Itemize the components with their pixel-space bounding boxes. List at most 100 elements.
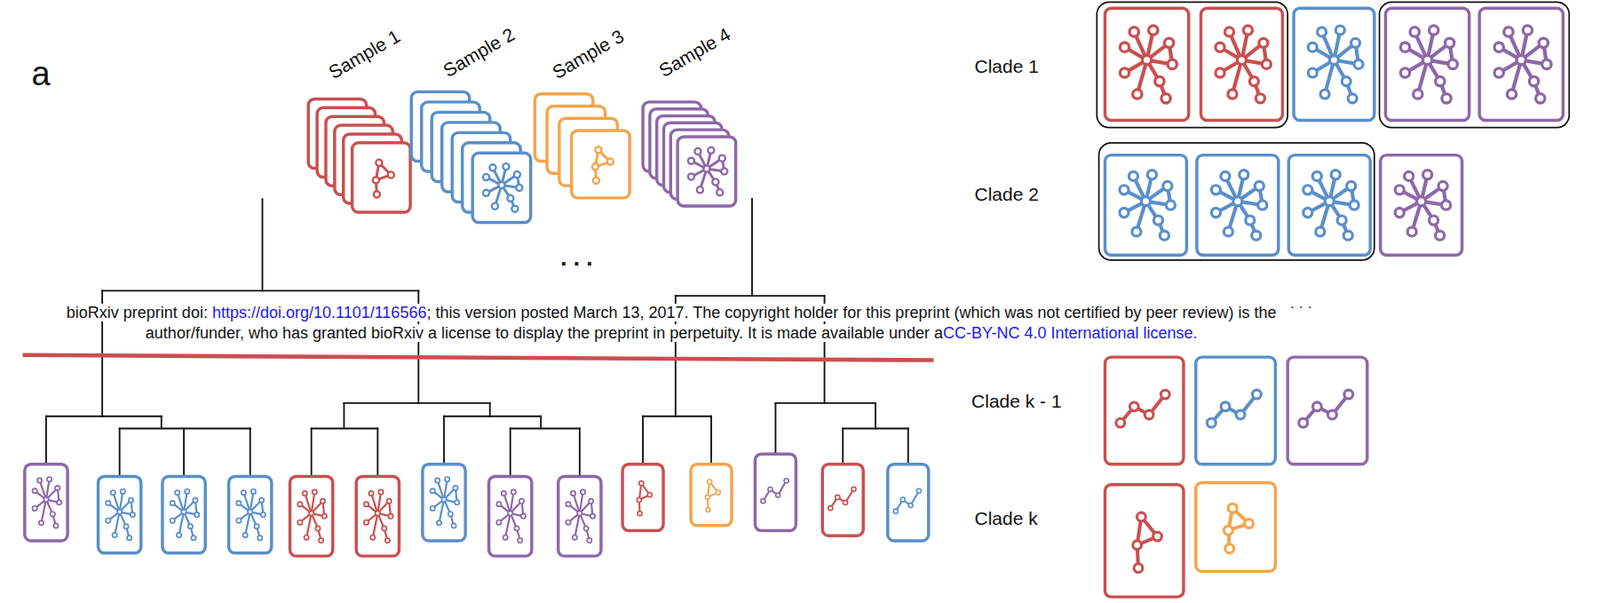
graph-vertex (1128, 171, 1138, 181)
graph-vertex (261, 512, 266, 517)
graph-vertex (1119, 42, 1129, 52)
sample-card (1287, 356, 1368, 465)
graph-glyph (236, 489, 266, 541)
sample-card (24, 464, 68, 541)
graph-vertex (388, 171, 395, 178)
graph-vertex (577, 510, 582, 515)
graph-vertex (1163, 181, 1173, 191)
graph-vertex (835, 494, 840, 500)
graph-vertex (1494, 42, 1504, 52)
graph-vertex (170, 500, 175, 506)
graph-vertex (322, 514, 327, 519)
graph-vertex (639, 481, 644, 486)
graph-vertex (483, 190, 490, 197)
graph-vertex (843, 499, 848, 505)
clade-group-outline (1379, 1, 1570, 127)
graph-vertex (565, 520, 571, 525)
graph-vertex (688, 173, 695, 180)
graph-glyph (688, 147, 729, 197)
graph-vertex (364, 501, 369, 507)
sample-card (1105, 356, 1184, 465)
sample-card (887, 464, 929, 541)
graph-glyph (430, 476, 460, 529)
graph-vertex (1329, 55, 1339, 65)
graph-glyph (1206, 389, 1261, 428)
graph-vertex (315, 525, 320, 531)
graph-vertex (117, 509, 122, 515)
graph-vertex (1233, 197, 1243, 206)
graph-vertex (320, 499, 325, 504)
graph-vertex (1312, 171, 1322, 181)
graph-vertex (105, 518, 111, 523)
graph-vertex (373, 190, 381, 198)
sample-card (558, 476, 602, 557)
graph-vertex (572, 535, 578, 540)
artwork (23, 1, 1570, 597)
graph-vertex (312, 489, 317, 494)
clade-label: Clade k - 1 (971, 391, 1062, 411)
sample-label: Sample 1 (324, 25, 403, 82)
tree-branch (509, 428, 512, 477)
tree-branch (907, 428, 910, 465)
graph-vertex (364, 520, 369, 525)
graph-vertex (517, 538, 523, 543)
graph-vertex (1351, 38, 1361, 48)
graph-vertex (565, 501, 571, 507)
graph-vertex (1330, 170, 1340, 180)
graph-glyph (828, 486, 856, 510)
sample-card (754, 453, 796, 531)
graph-vertex (388, 514, 393, 519)
graph-glyph (105, 489, 135, 541)
graph-vertex (1516, 55, 1526, 64)
graph-vertex (454, 499, 460, 505)
graph-glyph (483, 163, 523, 213)
sample-card (489, 476, 532, 557)
graph-vertex (441, 497, 446, 502)
watermark-note: bioRxiv preprint doi: https://doi.org/10… (54, 302, 1289, 344)
tree-branch (249, 428, 252, 477)
tree-branch (343, 402, 490, 404)
graph-vertex (697, 186, 704, 193)
graph-vertex (515, 184, 523, 191)
graph-vertex (1258, 200, 1268, 210)
graph-vertex (1343, 230, 1353, 240)
graph-vertex (514, 171, 521, 178)
graph-vertex (56, 499, 62, 505)
graph-vertex (1159, 230, 1169, 240)
graph-vertex (236, 518, 241, 523)
sample-card (472, 152, 531, 222)
graph-vertex (828, 506, 833, 511)
tree-branch (775, 402, 876, 404)
ellipsis: · · · (1290, 300, 1313, 315)
tree-branch (775, 403, 777, 454)
graph-vertex (1536, 94, 1545, 103)
sample-label: Sample 4 (656, 23, 734, 80)
clade-cards (1096, 1, 1569, 597)
sample-card (1196, 356, 1276, 465)
graph-glyph (592, 146, 614, 184)
graph-vertex (712, 178, 719, 185)
graph-vertex (694, 148, 701, 155)
graph-vertex (1413, 89, 1423, 99)
graph-vertex (1423, 170, 1433, 180)
graph-vertex (170, 518, 175, 523)
graph-vertex (1249, 77, 1259, 87)
graph-vertex (1206, 418, 1216, 428)
tree-branch (160, 416, 163, 429)
graph-vertex (435, 477, 440, 483)
graph-glyph (496, 489, 526, 543)
graph-vertex (1317, 27, 1327, 37)
tree-branch (841, 428, 844, 465)
graph-glyph (1211, 170, 1268, 241)
graph-vertex (47, 476, 52, 482)
graph-vertex (1119, 185, 1129, 195)
sample-card (622, 464, 664, 531)
graph-vertex (636, 497, 642, 502)
graph-vertex (1429, 25, 1439, 35)
graph-vertex (31, 488, 37, 493)
graph-vertex (900, 497, 905, 502)
graph-vertex (716, 189, 723, 196)
graph-vertex (452, 485, 458, 491)
